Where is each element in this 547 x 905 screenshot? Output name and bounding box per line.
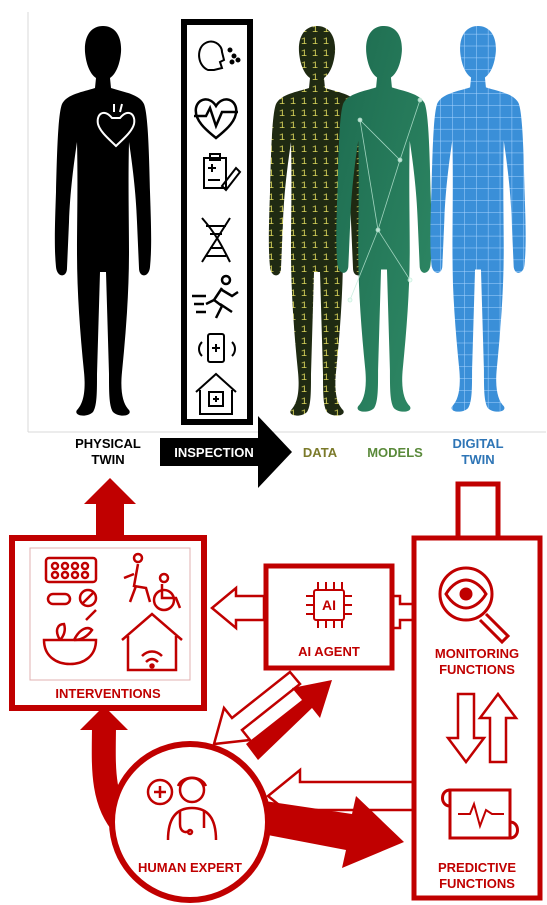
interventions-box: [9, 535, 207, 711]
interventions-label: INTERVENTIONS: [55, 686, 161, 701]
digital-twin-label: DIGITAL TWIN: [452, 436, 504, 467]
inspection-strip: [181, 19, 253, 425]
heart-icon: [96, 103, 136, 148]
face-breathing-icon: [198, 40, 241, 71]
smart-home-icon: [195, 372, 237, 415]
monitoring-down-arrow: [445, 692, 487, 765]
expert-to-predictive-arrow: [252, 796, 404, 868]
pills-icon: [44, 556, 98, 608]
functions-box: [411, 535, 543, 901]
monitoring-eye-icon: [438, 566, 511, 645]
smartphone-vibrate-icon: [198, 333, 236, 363]
human-expert-circle: [109, 741, 271, 903]
clipboard-icon: [203, 153, 242, 192]
ai-to-expert-arrow: [212, 670, 302, 746]
twin-panel: [27, 12, 546, 488]
predictive-chart-icon: [441, 788, 519, 840]
ai-chip-icon: [306, 582, 352, 628]
smart-house-icon: [121, 612, 183, 672]
wheelchair-care-icon: [123, 552, 182, 612]
human-expert-label: HUMAN EXPERT: [137, 860, 242, 875]
data-label: DATA: [302, 445, 338, 460]
ai-to-interventions-arrow: [210, 585, 266, 631]
ai-chip-text: AI: [322, 597, 336, 613]
expert-to-ai-arrow: [246, 680, 332, 760]
inspection-arrow: [160, 416, 292, 488]
care-loop-diagram: [9, 478, 543, 903]
monitoring-to-ai-arrow: [390, 594, 416, 630]
ai-agent-label: AI AGENT: [298, 644, 360, 659]
models-label: MODELS: [367, 445, 423, 460]
predictive-label: PREDICTIVE FUNCTIONS: [437, 860, 516, 891]
models-figure: [336, 25, 432, 412]
heart-rate-icon: [194, 98, 238, 140]
runner-icon: [192, 274, 239, 319]
data-figure: [268, 26, 366, 416]
physical-twin-label: PHYSICAL TWIN: [75, 436, 141, 467]
dna-icon: [201, 217, 231, 263]
predictive-up-arrow: [477, 691, 519, 764]
digital-twin-connector: [455, 481, 501, 541]
physical-twin-figure: [54, 26, 152, 416]
inspection-label: INSPECTION: [174, 445, 254, 460]
doctor-icon: [146, 776, 218, 841]
herbal-bowl-icon: [42, 609, 98, 666]
monitoring-label: MONITORING FUNCTIONS: [434, 646, 520, 677]
interventions-up-arrow: [84, 478, 136, 538]
digital-twin-figure: [430, 25, 526, 412]
